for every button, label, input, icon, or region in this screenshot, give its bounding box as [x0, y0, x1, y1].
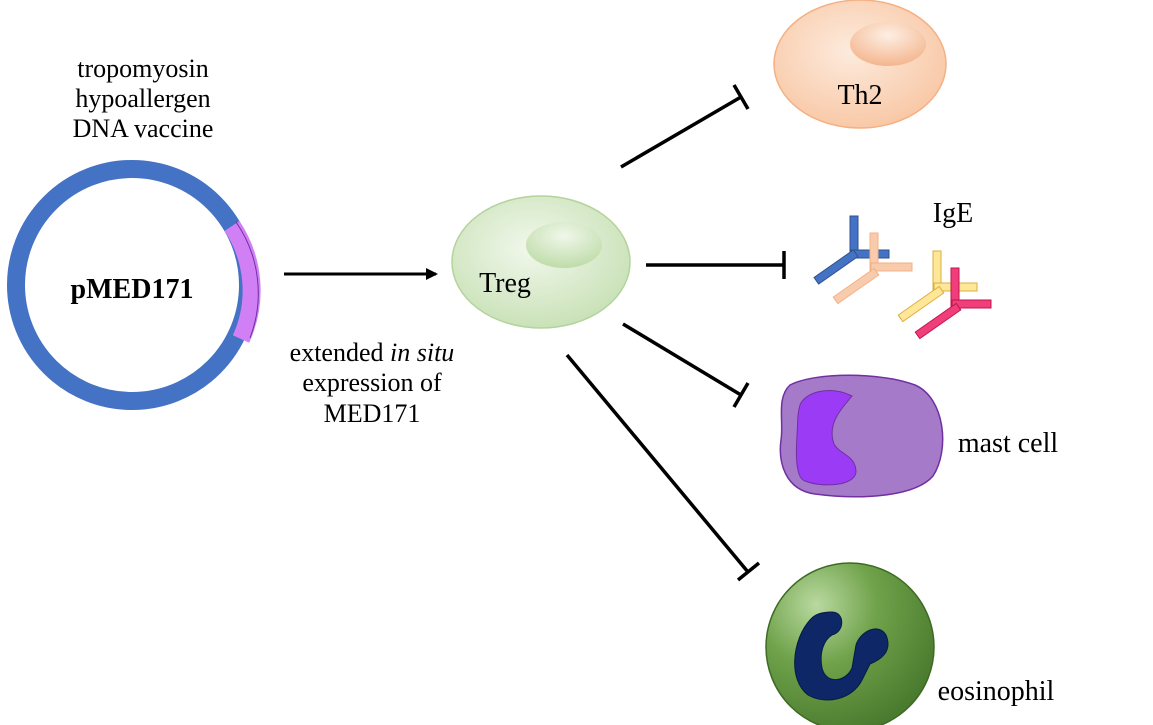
- ige-antibody-yellow: [897, 250, 978, 323]
- inhibition-arrow-ige: [646, 251, 786, 279]
- treg-nucleus: [526, 222, 602, 268]
- eosinophil-cell: eosinophil: [765, 562, 1055, 725]
- ige-antibody-pink: [914, 267, 992, 340]
- ige-label: IgE: [933, 198, 973, 229]
- mast-cell-nucleus: [795, 390, 857, 486]
- ige-antibody-peach: [832, 232, 913, 305]
- expression-line-2: expression of: [302, 368, 442, 397]
- expression-line-1-prefix: extended: [290, 338, 390, 367]
- th2-nucleus: [850, 22, 926, 66]
- plasmid-insert: [224, 220, 261, 343]
- treg-label: Treg: [479, 268, 531, 299]
- inhibition-arrow-eosinophil: [565, 353, 761, 582]
- inhibition-arrow-th2: [620, 84, 750, 169]
- eosinophil-nucleus: [794, 611, 889, 701]
- mast-cell-label: mast cell: [958, 428, 1059, 459]
- ige-antibodies: IgE: [813, 198, 992, 340]
- vaccine-title: tropomyosin hypoallergen DNA vaccine: [73, 54, 214, 143]
- plasmid-label: pMED171: [71, 274, 194, 305]
- expression-caption: extended in situ expression of MED171: [290, 338, 455, 428]
- plasmid: pMED171: [7, 160, 261, 410]
- vaccine-title-line-1: tropomyosin: [77, 54, 208, 83]
- treg-cell: Treg: [451, 195, 631, 329]
- vaccine-title-line-2: hypoallergen: [75, 84, 210, 113]
- mast-cell: mast cell: [779, 374, 1059, 498]
- eosinophil-label: eosinophil: [938, 676, 1055, 707]
- vaccine-title-line-3: DNA vaccine: [73, 114, 214, 143]
- expression-line-1: extended in situ: [290, 338, 455, 367]
- inhibition-arrow-mast-cell: [622, 322, 750, 408]
- th2-cell: Th2: [773, 0, 947, 129]
- expression-line-1-italic: in situ: [390, 338, 454, 367]
- th2-label: Th2: [837, 80, 882, 111]
- expression-line-3: MED171: [324, 399, 421, 428]
